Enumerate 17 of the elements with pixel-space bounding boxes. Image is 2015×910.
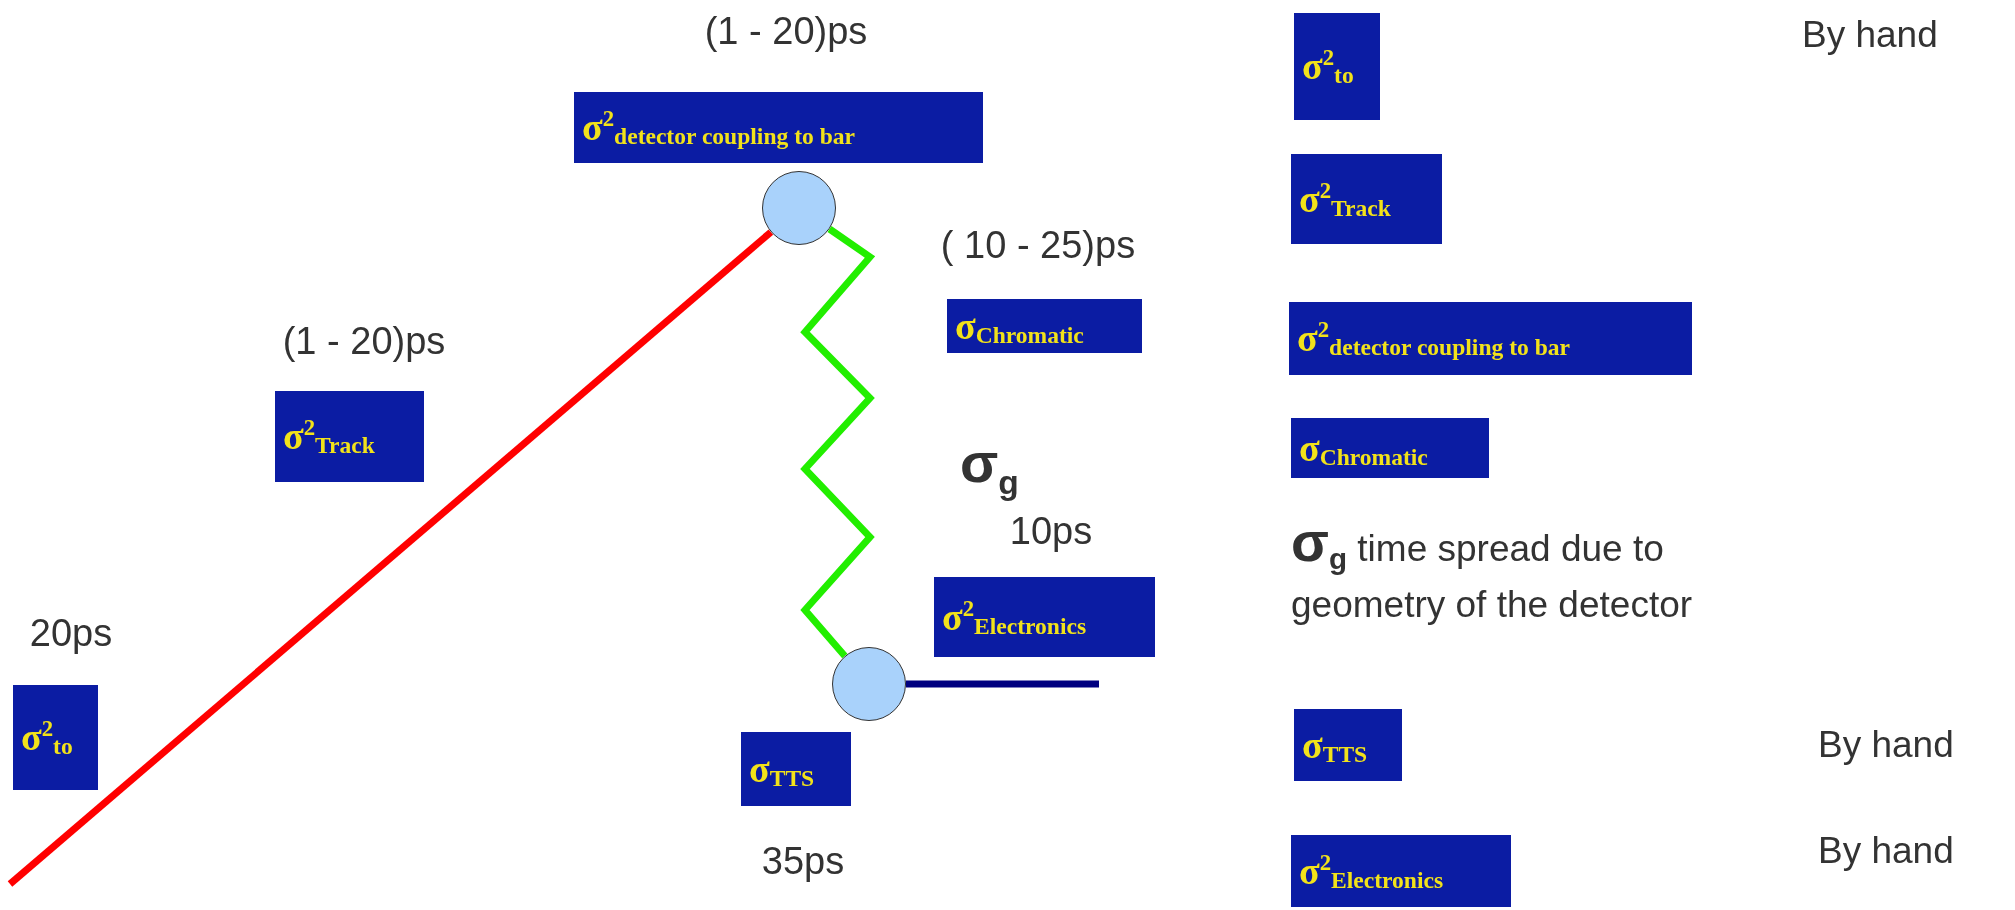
sigma-symbol: σ$_{g}$ [960,430,1019,503]
line [7,229,774,887]
time-value: (1 - 20)ps [704,10,868,53]
time-value: 35ps [761,840,845,883]
source-text: By hand [1802,14,1938,56]
symbol-box: σ$_{Chromatic}$ [947,299,1142,353]
time-value: 20ps [29,612,113,655]
symbol-box: σ$_{TTS}$ [1294,709,1402,781]
source-text: By hand [1818,830,1954,872]
time-value: 10ps [1009,510,1093,553]
zigzag-line [800,226,876,659]
symbol-box: σ$_{Chromatic}$ [1291,418,1489,478]
description-text: σ$_{g}$ time spread due to geometry of the detector [1291,510,1694,627]
symbol-box: σ$_{TTS}$ [741,732,851,806]
time-value: ( 10 - 25)ps [940,224,1136,267]
source-text: By hand [1818,724,1954,766]
time-value: (1 - 20)ps [282,320,446,363]
